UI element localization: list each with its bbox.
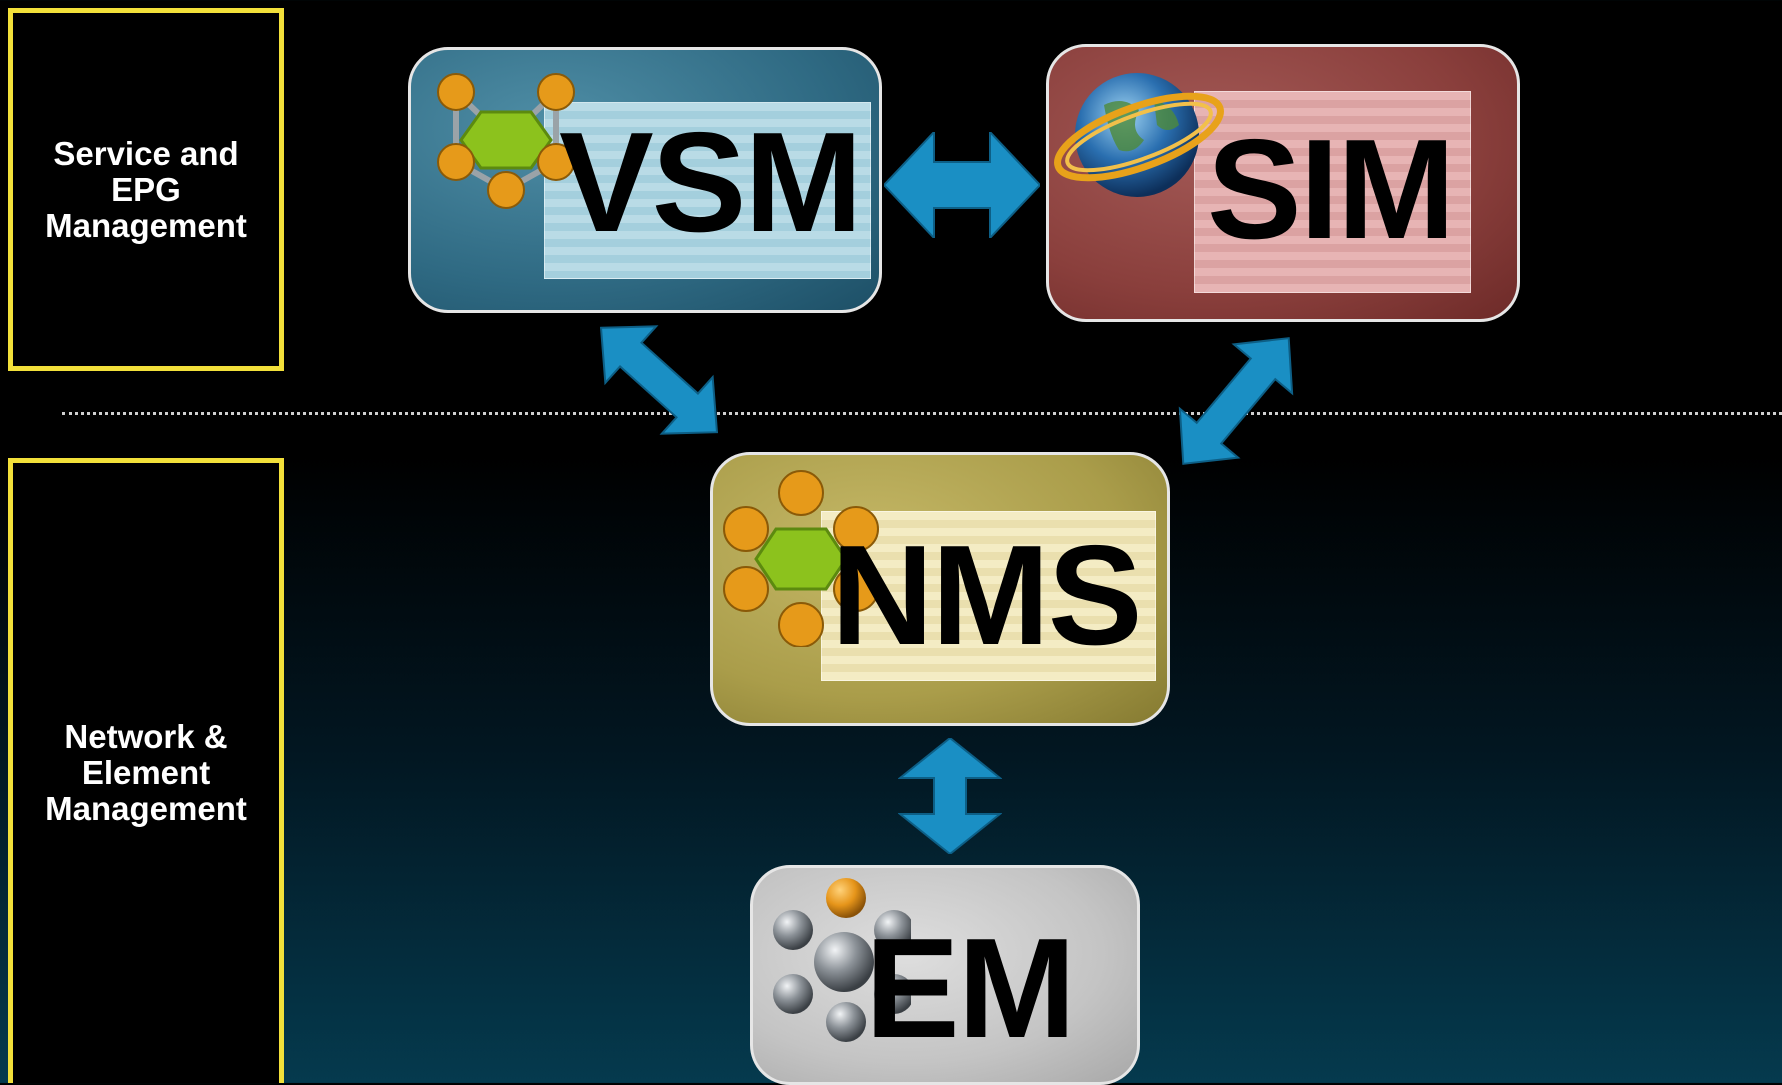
tier-label-network-element: Network & Element Management [45, 718, 247, 827]
arrow-sim-nms-icon [1178, 337, 1294, 465]
module-vsm: VSM [408, 47, 882, 313]
vsm-label: VSM [559, 103, 863, 262]
arrow-vsm-nms-icon [599, 325, 719, 435]
tier-box-service-epg: Service and EPG Management [8, 8, 284, 371]
atom-cluster-icon [773, 878, 911, 1042]
molecule-icon [437, 73, 575, 209]
molecule-icon [723, 470, 879, 647]
tier-box-network-element: Network & Element Management [8, 458, 284, 1083]
tier-divider [62, 412, 1782, 415]
module-nms: NMS [710, 452, 1170, 726]
module-sim: SIM [1046, 44, 1520, 322]
tier-label-service-epg: Service and EPG Management [45, 134, 247, 244]
sim-label: SIM [1207, 110, 1455, 269]
em-label: EM [865, 909, 1076, 1068]
vsm-screenshot [544, 102, 871, 279]
module-em: EM [750, 865, 1140, 1085]
sim-screenshot [1194, 91, 1471, 293]
arrow-vsm-sim-icon [884, 132, 1040, 238]
arrow-nms-em-icon [898, 738, 1002, 854]
nms-label: NMS [831, 516, 1143, 675]
globe-icon [1054, 73, 1224, 197]
